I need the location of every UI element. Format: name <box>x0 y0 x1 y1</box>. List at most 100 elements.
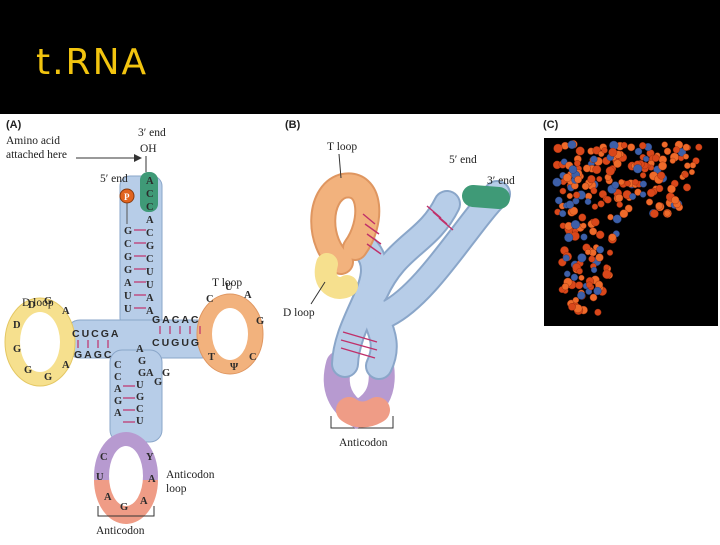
acceptor-end <box>140 172 158 212</box>
atom-orange <box>608 147 618 157</box>
svg-text:G: G <box>44 372 52 383</box>
svg-text:G: G <box>162 368 170 379</box>
atom-blue <box>590 266 598 274</box>
atom-orange <box>608 233 617 242</box>
atom-orange <box>589 227 597 236</box>
svg-text:A: A <box>114 384 122 395</box>
atom-orange <box>589 293 598 302</box>
atom-orange <box>561 283 570 291</box>
svg-text:U: U <box>136 416 144 427</box>
atom-blue <box>552 177 562 187</box>
svg-text:C: C <box>146 254 154 265</box>
atom-blue <box>639 180 647 188</box>
atom-orange <box>596 176 603 183</box>
svg-text:G: G <box>44 296 52 307</box>
svg-text:U: U <box>136 380 144 391</box>
atom-orange <box>559 187 567 195</box>
svg-text:A: A <box>148 474 156 485</box>
atom-orange <box>627 143 636 152</box>
t-loop-pointer <box>338 153 342 179</box>
atom-orange <box>595 253 604 262</box>
atom-blue <box>572 197 580 205</box>
five-end-label: 5′ end <box>449 154 477 166</box>
svg-text:G: G <box>138 368 146 379</box>
svg-text:A: A <box>136 344 144 355</box>
atom-orange <box>586 281 593 289</box>
svg-text:G: G <box>138 356 146 367</box>
svg-text:A: A <box>146 368 154 379</box>
atom-orange <box>601 147 608 154</box>
atom-blue <box>560 158 568 166</box>
atom-orange <box>578 274 585 281</box>
atom-orange <box>597 200 605 208</box>
svg-text:G: G <box>124 265 132 276</box>
t-stem-bonds <box>159 326 201 334</box>
svg-text:U: U <box>124 304 132 315</box>
atom-orange <box>658 161 668 171</box>
atom-orange <box>620 141 628 149</box>
svg-text:A: A <box>114 408 122 419</box>
atom-orange <box>583 164 591 173</box>
svg-text:A: A <box>146 176 154 187</box>
atom-orange <box>682 153 689 160</box>
t-loop-fill <box>312 174 379 273</box>
atom-orange <box>566 192 573 200</box>
atom-blue <box>567 140 577 150</box>
anticodon-loop-hole <box>109 446 143 506</box>
atom-orange <box>639 142 647 150</box>
atom-orange <box>568 303 576 311</box>
atom-orange <box>604 196 612 204</box>
d-loop-label: D loop <box>22 297 54 309</box>
svg-text:D: D <box>28 300 36 311</box>
atom-orange <box>605 166 615 176</box>
d-stem-bonds <box>77 340 109 348</box>
svg-text:C: C <box>100 452 108 463</box>
atom-orange <box>669 157 676 164</box>
atom-orange <box>645 198 653 206</box>
atom-blue <box>642 155 650 163</box>
atom-blue <box>596 245 605 254</box>
atom-orange <box>672 146 680 154</box>
strand-fill <box>333 182 509 378</box>
svg-text:A: A <box>244 290 252 301</box>
atom-orange <box>655 202 663 210</box>
svg-text:C: C <box>206 294 214 305</box>
atom-blue <box>639 191 647 198</box>
anticodon-bracket <box>330 416 394 429</box>
atom-orange <box>574 175 582 184</box>
svg-text:G: G <box>124 252 132 263</box>
atom-blue <box>568 165 578 174</box>
svg-text:A: A <box>140 496 148 507</box>
three-end-label: 3′ end <box>138 127 166 139</box>
atom-orange <box>650 209 659 218</box>
anticodon-stem-bonds <box>123 385 135 423</box>
svg-text:G: G <box>154 377 162 388</box>
svg-text:C: C <box>146 228 154 239</box>
svg-text:G: G <box>146 241 154 252</box>
panel-c-letter: (C) <box>543 119 559 131</box>
amino-acid-label-2: attached here <box>6 149 67 161</box>
svg-text:U: U <box>146 267 154 278</box>
svg-text:G: G <box>136 392 144 403</box>
atom-orange <box>624 204 633 213</box>
atom-orange <box>594 308 602 316</box>
atom-blue <box>571 219 581 229</box>
svg-text:C: C <box>146 202 154 213</box>
amino-acid-label-1: Amino acid <box>6 135 60 147</box>
d-loop-bases: A G D D G G G A <box>13 296 70 383</box>
atom-orange <box>581 182 590 191</box>
svg-text:U: U <box>146 280 154 291</box>
five-end-label: 5′ end <box>100 173 128 185</box>
atom-orange <box>573 191 581 199</box>
atom-orange <box>578 213 587 222</box>
atom-blue <box>634 147 643 156</box>
panel-c-space-filling: (C) <box>537 114 720 540</box>
anticodon-loop-label-1: Anticodon <box>166 469 215 481</box>
svg-text:G: G <box>24 365 32 376</box>
t-stem-bottom: CUGUG <box>152 337 201 349</box>
t-loop-label: T loop <box>212 277 242 289</box>
atom-blue <box>577 253 587 263</box>
atom-blue <box>577 291 586 300</box>
amino-acid-arrow-head <box>134 154 142 162</box>
acceptor-left-bases: G C G G A U U <box>124 226 132 315</box>
